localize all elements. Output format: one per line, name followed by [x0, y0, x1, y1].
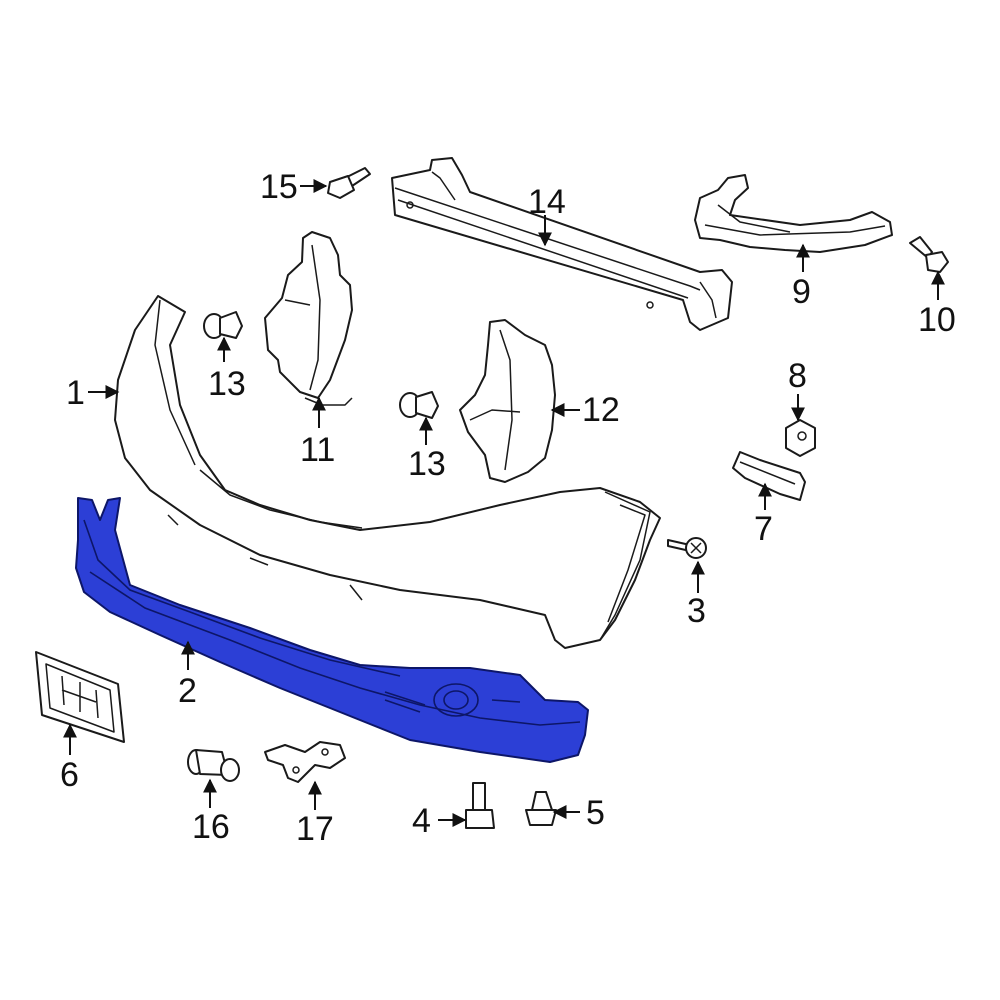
- part-5-clip: [525, 791, 557, 826]
- part-8-nut: [785, 419, 816, 457]
- callout-10: 10: [918, 301, 956, 339]
- callout-16: 16: [192, 808, 230, 846]
- part-13-clip-upper: [203, 311, 243, 339]
- callout-14: 14: [528, 183, 566, 221]
- part-15-bolt: [327, 167, 371, 199]
- part-1-bumper-cover: [114, 295, 661, 649]
- callout-3: 3: [687, 592, 706, 630]
- callout-2: 2: [178, 672, 197, 710]
- part-7-bracket: [732, 451, 806, 501]
- callout-5: 5: [586, 794, 605, 832]
- part-3-screw: [667, 537, 707, 559]
- part-10-bolt: [909, 236, 949, 273]
- callout-8: 8: [788, 357, 807, 395]
- leader-arrows: [63, 179, 945, 827]
- part-12-side-bracket: [459, 319, 556, 483]
- part-6-license-bracket: [35, 651, 125, 743]
- callout-labels: 1 2 3 4 5 6 7 8 9 10 11 12 13 13 14 15 1…: [60, 168, 956, 848]
- part-17-bracket: [264, 741, 346, 783]
- callout-9: 9: [792, 273, 811, 311]
- callout-13b: 13: [408, 445, 446, 483]
- part-13-clip-lower: [399, 391, 439, 419]
- part-16-sensor: [187, 749, 240, 782]
- callout-15: 15: [260, 168, 298, 206]
- part-2-lower-bumper-highlighted: [75, 497, 589, 763]
- callout-13a: 13: [208, 365, 246, 403]
- callout-12: 12: [582, 391, 620, 429]
- part-4-stud: [465, 782, 495, 829]
- part-14-reinforcement-beam: [391, 157, 733, 331]
- callout-1: 1: [66, 374, 85, 412]
- part-11-side-bracket: [264, 231, 353, 406]
- callout-7: 7: [754, 510, 773, 548]
- callout-6: 6: [60, 756, 79, 794]
- callout-17: 17: [296, 810, 334, 848]
- callout-4: 4: [412, 802, 431, 840]
- part-9-bracket: [694, 174, 893, 253]
- callout-11: 11: [300, 431, 335, 469]
